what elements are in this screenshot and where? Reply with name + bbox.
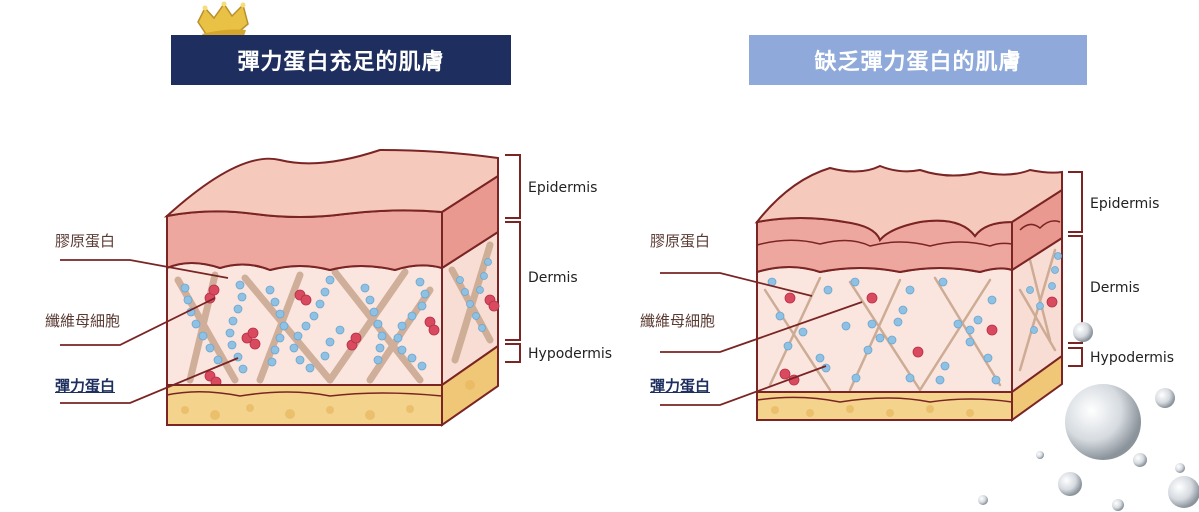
- right-collagen-label: 膠原蛋白: [650, 232, 711, 250]
- bubble-icon: [1036, 451, 1044, 459]
- bubble-icon: [1065, 384, 1141, 460]
- bubble-icon: [978, 495, 988, 505]
- right-fibroblasts: [779, 292, 1058, 386]
- left-layer-brackets: [505, 154, 521, 363]
- left-epidermis-label: Epidermis: [528, 180, 598, 196]
- left-elastin-label: 彈力蛋白: [55, 377, 116, 395]
- left-fibroblasts: [204, 284, 500, 388]
- left-pointer-lines: [60, 259, 239, 404]
- left-epidermis-band: [166, 209, 443, 272]
- left-epidermis-top: [163, 148, 499, 218]
- bubble-icon: [1175, 463, 1185, 473]
- left-hypodermis-label: Hypodermis: [528, 346, 613, 362]
- right-layer-brackets: [1068, 171, 1083, 367]
- right-hypodermis-label: Hypodermis: [1090, 350, 1175, 366]
- bubble-icon: [1058, 472, 1082, 496]
- left-elastin-chains: [180, 258, 492, 374]
- right-title-text: 缺乏彈力蛋白的肌膚: [814, 50, 1022, 75]
- right-elastin-label: 彈力蛋白: [650, 377, 711, 395]
- left-fibroblast-label: 纖維母細胞: [45, 312, 121, 330]
- right-skin-block: [754, 164, 1063, 422]
- bubble-icon: [1112, 499, 1124, 511]
- left-hypodermis-front: [166, 384, 443, 426]
- left-collagen-label: 膠原蛋白: [55, 232, 116, 250]
- right-title: 缺乏彈力蛋白的肌膚: [749, 35, 1087, 85]
- left-dermis-label: Dermis: [528, 270, 578, 286]
- left-skin-block: [163, 148, 500, 427]
- bubble-icon: [1133, 453, 1147, 467]
- right-elastin-dots: [767, 252, 1062, 385]
- right-pointer-lines: [660, 272, 863, 406]
- bubble-icon: [1168, 476, 1199, 508]
- right-hypodermis-front: [756, 391, 1013, 421]
- left-title: 彈力蛋白充足的肌膚: [171, 35, 511, 85]
- right-epidermis-label: Epidermis: [1090, 196, 1160, 212]
- bubble-icon: [1155, 388, 1175, 408]
- right-epidermis-top: [754, 164, 1063, 242]
- right-fibroblast-label: 纖維母細胞: [640, 312, 716, 330]
- left-title-text: 彈力蛋白充足的肌膚: [237, 50, 445, 75]
- bubble-icon: [1073, 322, 1093, 342]
- right-dermis-label: Dermis: [1090, 280, 1140, 296]
- water-bubbles: [978, 322, 1199, 511]
